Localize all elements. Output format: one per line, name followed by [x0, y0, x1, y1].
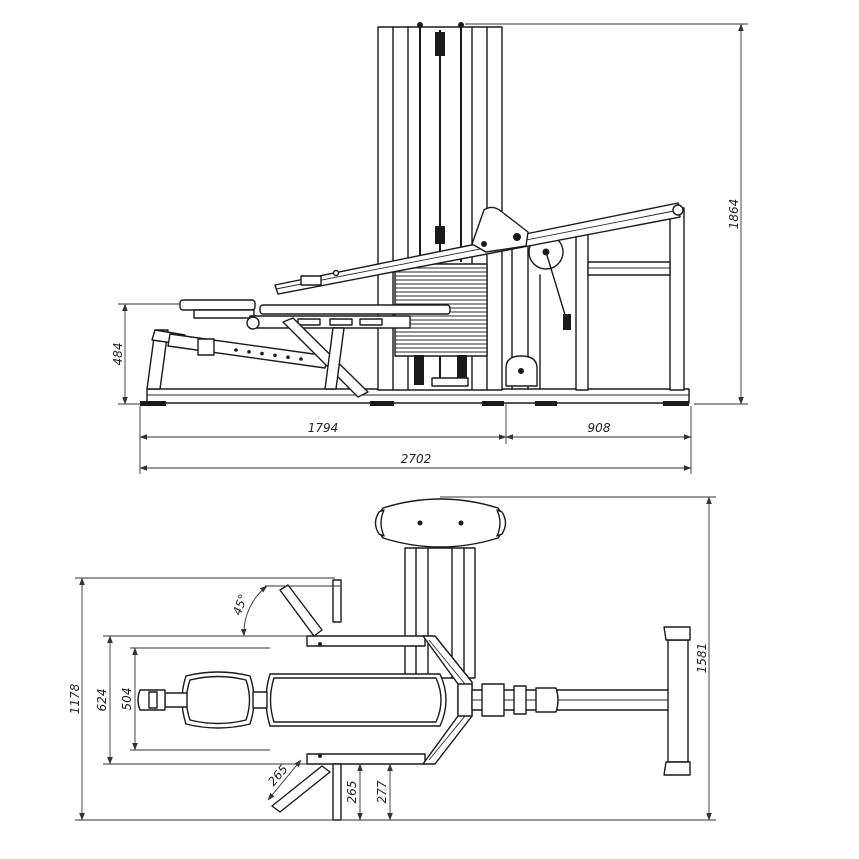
top-seat-pad: [374, 498, 507, 548]
dim-overall-height: 1864: [727, 199, 741, 230]
dim-pad-width: 504: [120, 688, 134, 711]
adjustment-hole: [260, 351, 264, 356]
base-frame: [140, 388, 690, 406]
adjustment-hole: [234, 348, 238, 352]
press-arm: [274, 202, 684, 295]
dim-front-length: 1794: [308, 421, 339, 435]
dim-frame-width: 1178: [68, 683, 82, 714]
top-rear-arm: [471, 626, 691, 776]
dim-rear-length: 908: [588, 421, 611, 435]
top-view: 1581 1178 624 504 265 277 265 45°: [68, 496, 716, 821]
bench: [146, 299, 451, 398]
top-dimension-lines: [75, 496, 716, 821]
top-bench-pads: [137, 671, 447, 729]
dim-handle-angle: 45°: [230, 592, 250, 617]
adjustment-hole: [247, 350, 251, 354]
adjustment-hole: [286, 355, 290, 360]
dim-handle-offset: 265: [345, 781, 359, 804]
top-frame-rails: [306, 635, 473, 765]
dim-total-width: 1581: [695, 643, 709, 674]
adjustment-hole: [273, 353, 277, 358]
dim-total-length: 2702: [401, 452, 432, 466]
adjustment-hole: [299, 357, 303, 361]
side-dimension-lines: [118, 23, 748, 474]
dim-handle-length: 265: [265, 762, 290, 789]
side-view: 1864 484 1794 908 2702: [111, 22, 748, 474]
dim-seat-height: 484: [111, 343, 125, 366]
dim-rail-width: 624: [95, 689, 109, 712]
dim-foot-offset: 277: [375, 780, 389, 803]
